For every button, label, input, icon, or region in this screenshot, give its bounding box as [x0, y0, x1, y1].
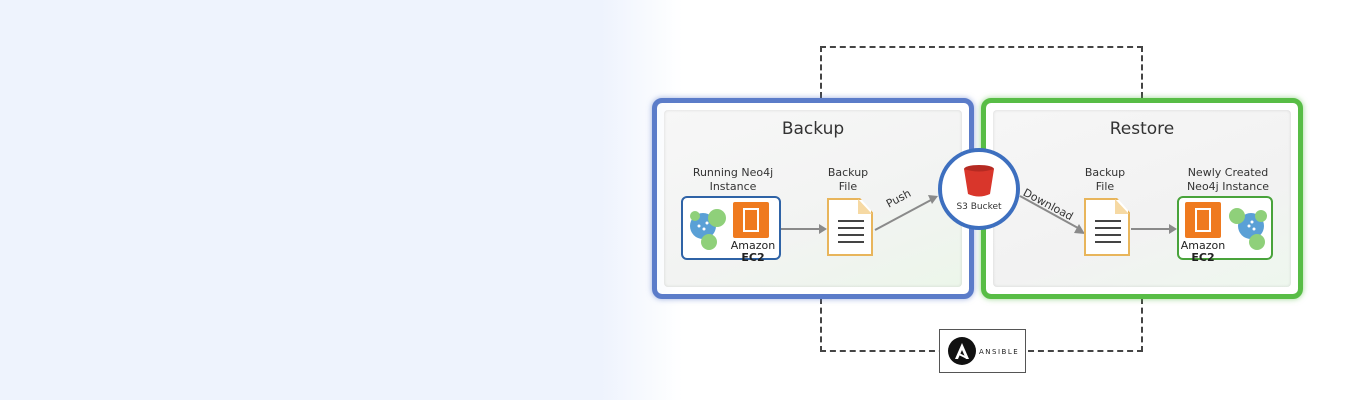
download-arrow	[1019, 195, 1085, 234]
backup-file-label-line1: Backup	[827, 166, 869, 179]
s3-bucket-icon	[964, 165, 994, 197]
ec2-icon	[1185, 202, 1221, 238]
new-instance-label: Newly Created Neo4j Instance	[1172, 166, 1284, 194]
instance-to-file-arrow	[781, 224, 827, 234]
ansible-label: ANSIBLE	[979, 348, 1020, 356]
ec2-service: EC2	[1191, 251, 1215, 264]
restore-file-label-line2: File	[1095, 180, 1115, 193]
s3-bucket-label: S3 Bucket	[956, 202, 1002, 212]
neo4j-icon	[1229, 208, 1267, 250]
ec2-brand: Amazon	[730, 239, 776, 252]
push-arrow	[874, 195, 938, 231]
neo4j-icon	[690, 209, 726, 250]
new-instance-label-line2: Neo4j Instance	[1186, 180, 1270, 193]
running-instance-label-line2: Instance	[709, 180, 757, 193]
ansible-control-line-top	[820, 46, 1143, 98]
running-neo4j-instance: Amazon EC2	[681, 196, 781, 264]
restore-file-label-line1: Backup	[1084, 166, 1126, 179]
backup-file-icon	[827, 198, 873, 256]
restore-file-label: Backup File	[1075, 166, 1135, 194]
running-instance-label: Running Neo4j Instance	[680, 166, 786, 194]
new-instance-label-line1: Newly Created	[1187, 166, 1269, 179]
s3-bucket-node: S3 Bucket	[938, 148, 1020, 230]
ansible-node: ANSIBLE	[939, 329, 1026, 373]
restore-title: Restore	[1109, 119, 1175, 139]
ec2-icon	[733, 202, 769, 238]
new-neo4j-instance: Amazon EC2	[1177, 196, 1273, 264]
ec2-service: EC2	[741, 251, 765, 264]
restore-file-icon	[1084, 198, 1130, 256]
backup-title: Backup	[781, 119, 845, 139]
ec2-label: Amazon EC2	[1179, 240, 1227, 264]
ansible-logo-icon	[948, 337, 976, 365]
ec2-brand: Amazon	[1180, 239, 1226, 252]
file-to-instance-arrow	[1131, 224, 1177, 234]
running-instance-label-line1: Running Neo4j	[692, 166, 774, 179]
backup-file-label-line2: File	[838, 180, 858, 193]
ec2-label: Amazon EC2	[727, 240, 779, 264]
backup-file-label: Backup File	[818, 166, 878, 194]
